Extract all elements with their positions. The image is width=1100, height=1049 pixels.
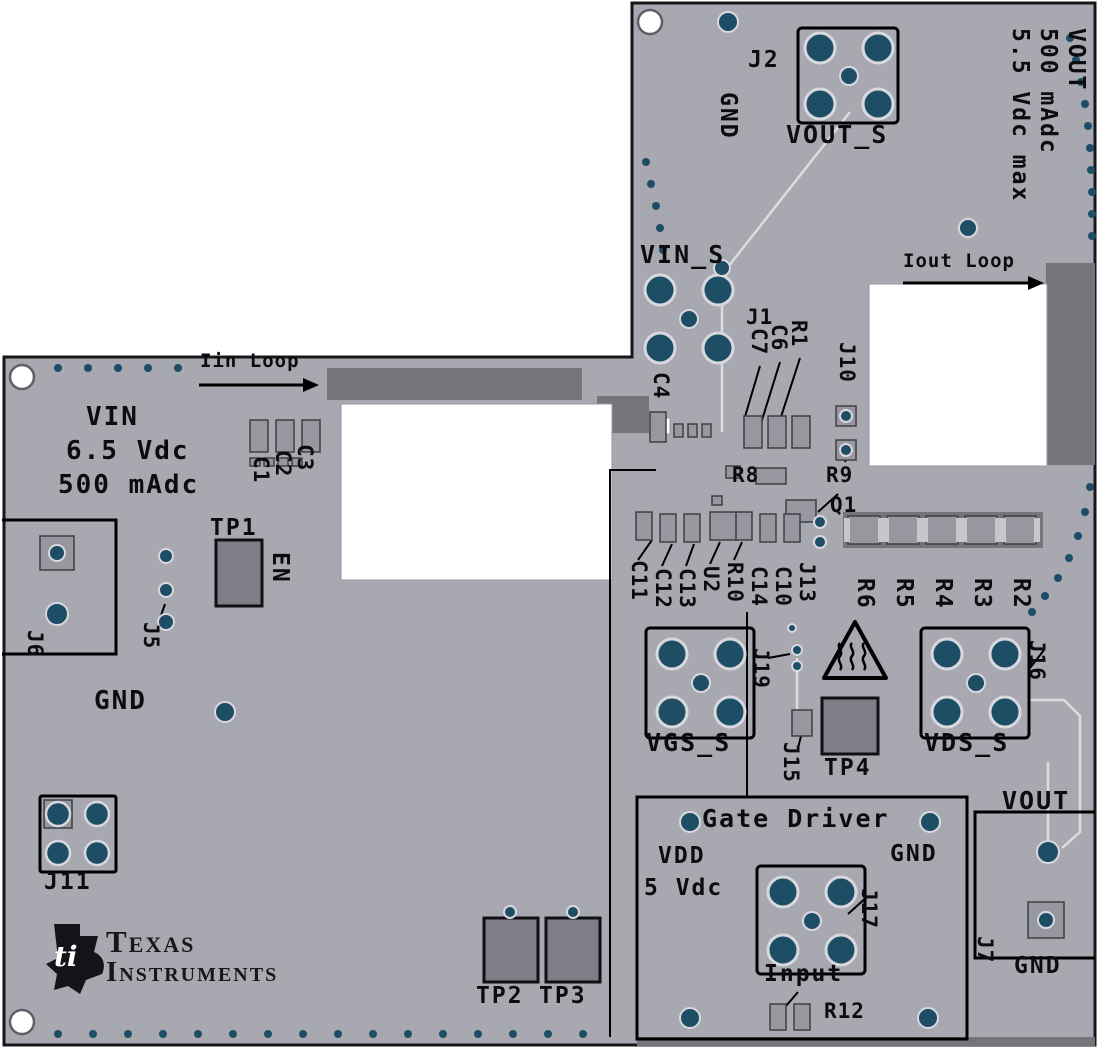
label-vin: VIN: [86, 402, 139, 432]
label-r9: R9: [826, 463, 854, 487]
label-u2: U2: [699, 566, 723, 594]
label-gnd-gate: GND: [890, 841, 938, 867]
label-j13: J13: [795, 562, 819, 603]
label-vin-line3: 500 mAdc: [58, 470, 200, 500]
label-j16: J16: [1025, 640, 1049, 681]
connector-vds-s-pads: [930, 637, 1022, 729]
connector-j11-pads: [44, 800, 111, 867]
label-vout-bottom: VOUT: [1002, 786, 1071, 815]
label-gate-driver: Gate Driver: [702, 804, 890, 833]
label-rating-line2: 500 mAdc: [1035, 28, 1061, 155]
logo-text-texas: Texas: [106, 924, 196, 959]
label-c14: C14: [747, 566, 771, 607]
label-j2: J2: [748, 47, 780, 73]
label-gnd-bottom-right: GND: [1014, 953, 1062, 979]
label-r8: R8: [732, 463, 760, 487]
label-r3: R3: [969, 578, 995, 610]
label-c4: C4: [649, 372, 673, 400]
mounting-holes: [8, 8, 664, 1036]
label-c10: C10: [771, 566, 795, 607]
label-gnd-top: GND: [715, 92, 741, 140]
single-pads: [45, 11, 1060, 1029]
label-j5: J5: [139, 622, 163, 650]
label-j10: J10: [835, 342, 859, 383]
label-c11: C11: [627, 560, 651, 601]
connector-vgs-s-pads: [655, 637, 747, 729]
label-vdd-line2: 5 Vdc: [644, 875, 724, 901]
label-r10: R10: [723, 562, 747, 603]
label-vdd: VDD: [658, 843, 706, 869]
label-vout-s: VOUT_S: [786, 120, 889, 149]
label-iout-loop: Iout Loop: [903, 250, 1015, 272]
label-tp3: TP3: [539, 983, 587, 1009]
label-input: Input: [764, 961, 844, 987]
label-iin-loop: Iin Loop: [200, 350, 300, 372]
label-c1: C1: [249, 456, 273, 484]
silkscreen-lines: [609, 469, 748, 1037]
ti-logo-icon: ti: [46, 924, 104, 994]
label-r12: R12: [824, 999, 865, 1023]
label-rating-line3: VOUT: [1063, 28, 1089, 92]
connector-j2-pads: [803, 31, 895, 121]
label-j11: J11: [44, 869, 92, 895]
label-r2: R2: [1008, 578, 1034, 610]
label-c13: C13: [675, 568, 699, 609]
test-point-pads: [214, 538, 880, 984]
label-vds-s: VDS_S: [924, 728, 1010, 757]
label-c2: C2: [271, 450, 295, 478]
label-rating-line1: 5.5 Vdc max: [1007, 28, 1033, 203]
label-r5: R5: [891, 578, 917, 610]
ti-logo-mark-text: ti: [54, 940, 78, 973]
connector-vin-s-pads: [643, 273, 735, 365]
label-c12: C12: [651, 568, 675, 609]
silkscreen-boxes: [2, 26, 1095, 1041]
label-j17: J17: [857, 888, 881, 929]
label-r1: R1: [787, 320, 811, 348]
label-c3: C3: [293, 444, 317, 472]
label-j15: J15: [779, 742, 803, 783]
label-r6: R6: [852, 578, 878, 610]
label-en: EN: [267, 552, 293, 584]
label-j1: J1: [746, 305, 774, 329]
iin-loop-arrow: [199, 378, 319, 392]
label-tp2: TP2: [476, 983, 524, 1009]
logo-text-instruments: Instruments: [106, 956, 279, 988]
thermal-warning-icon: [822, 620, 888, 680]
label-gnd-left: GND: [94, 686, 147, 716]
via-dots: [54, 34, 1096, 1038]
label-r4: R4: [930, 578, 956, 610]
label-tp4: TP4: [824, 755, 872, 781]
label-j6: J6: [23, 630, 47, 658]
label-vin-s: VIN_S: [640, 240, 726, 269]
label-vgs-s: VGS_S: [646, 728, 732, 757]
label-vin-line2: 6.5 Vdc: [66, 436, 190, 466]
label-q1: Q1: [830, 493, 858, 517]
label-j7: J7: [973, 936, 997, 964]
connector-j17-pads: [766, 875, 858, 967]
label-tp1: TP1: [210, 515, 258, 541]
label-j19: J19: [749, 648, 773, 689]
iout-loop-arrow: [903, 276, 1044, 290]
resistor-end-caps: [844, 518, 1040, 542]
silkscreen-leader-lines: [157, 357, 1045, 1007]
